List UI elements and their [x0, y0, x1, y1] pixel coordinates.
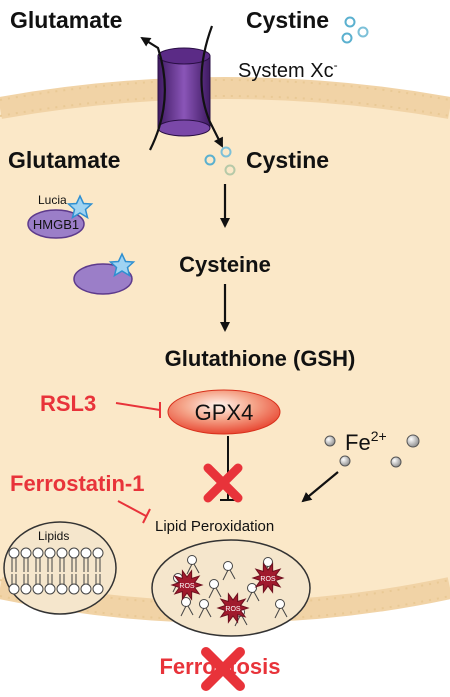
glutathione-label: Glutathione (GSH) — [165, 346, 356, 371]
gpx4-enzyme: GPX4 — [167, 389, 281, 435]
x-mark-icon — [203, 463, 243, 503]
hmgb1-lucia-protein: HMGB1 Lucia — [27, 193, 94, 239]
iron-ions — [324, 434, 420, 468]
oxidized-lipid — [274, 599, 288, 619]
lipid-molecule — [32, 547, 44, 595]
ferrostatin-inhibition-bar-icon — [117, 500, 151, 524]
oxidized-lipid — [208, 579, 222, 599]
arrow-icon — [301, 471, 339, 503]
lipids-bilayer: Lipids — [3, 521, 117, 615]
ros-burst-icon: ROS — [170, 569, 204, 601]
lipids-label: Lipids — [38, 529, 69, 543]
oxidized-lipid — [180, 597, 194, 617]
cysteine-label: Cysteine — [179, 252, 271, 277]
cystine-molecules-inside — [204, 146, 236, 176]
glutamate-intracellular-label: Glutamate — [8, 147, 120, 173]
lipid-molecule — [8, 547, 20, 595]
rsl3-inhibition-bar-icon — [115, 402, 161, 418]
ros-label: ROS — [225, 606, 241, 613]
star-icon — [108, 252, 136, 278]
lipid-molecule — [80, 547, 92, 595]
oxidized-lipid — [222, 561, 236, 581]
lipid-molecule — [56, 547, 68, 595]
hmgb1-protein-released — [73, 252, 136, 295]
ros-lipid-compartment: ROS ROS ROS — [151, 539, 311, 637]
oxidized-lipid — [198, 599, 212, 619]
ros-burst-icon: ROS — [251, 562, 285, 594]
fe2-label: Fe2+ — [345, 428, 387, 455]
cystine-import-arrow — [200, 25, 223, 148]
cell-cytoplasm — [0, 88, 450, 612]
cell-membrane-top — [0, 77, 450, 119]
ros-label: ROS — [260, 576, 276, 583]
lipid-molecule — [44, 547, 56, 595]
x-mark-icon — [201, 647, 245, 691]
ferrostatin-label: Ferrostatin-1 — [10, 471, 144, 496]
ros-label: ROS — [179, 583, 195, 590]
ros-burst-icon: ROS — [216, 592, 250, 624]
oxidized-lipid — [246, 583, 260, 603]
star-icon — [66, 194, 94, 220]
lucia-label: Lucia — [38, 193, 67, 207]
oxidized-lipid — [186, 555, 200, 575]
system-xc-label: System Xc- — [238, 58, 338, 82]
lipid-molecule — [92, 547, 104, 595]
cystine-intracellular-label: Cystine — [246, 147, 329, 173]
lipid-molecule — [68, 547, 80, 595]
lipid-molecule — [20, 547, 32, 595]
glutamate-extracellular-label: Glutamate — [10, 7, 122, 33]
lipid-peroxidation-label: Lipid Peroxidation — [155, 518, 274, 535]
cystine-molecules-outside — [341, 16, 369, 44]
rsl3-label: RSL3 — [40, 391, 96, 416]
gpx4-label: GPX4 — [195, 400, 254, 425]
hmgb1-label: HMGB1 — [33, 217, 79, 232]
cystine-extracellular-label: Cystine — [246, 7, 329, 33]
glutamate-export-arrow — [140, 36, 166, 151]
